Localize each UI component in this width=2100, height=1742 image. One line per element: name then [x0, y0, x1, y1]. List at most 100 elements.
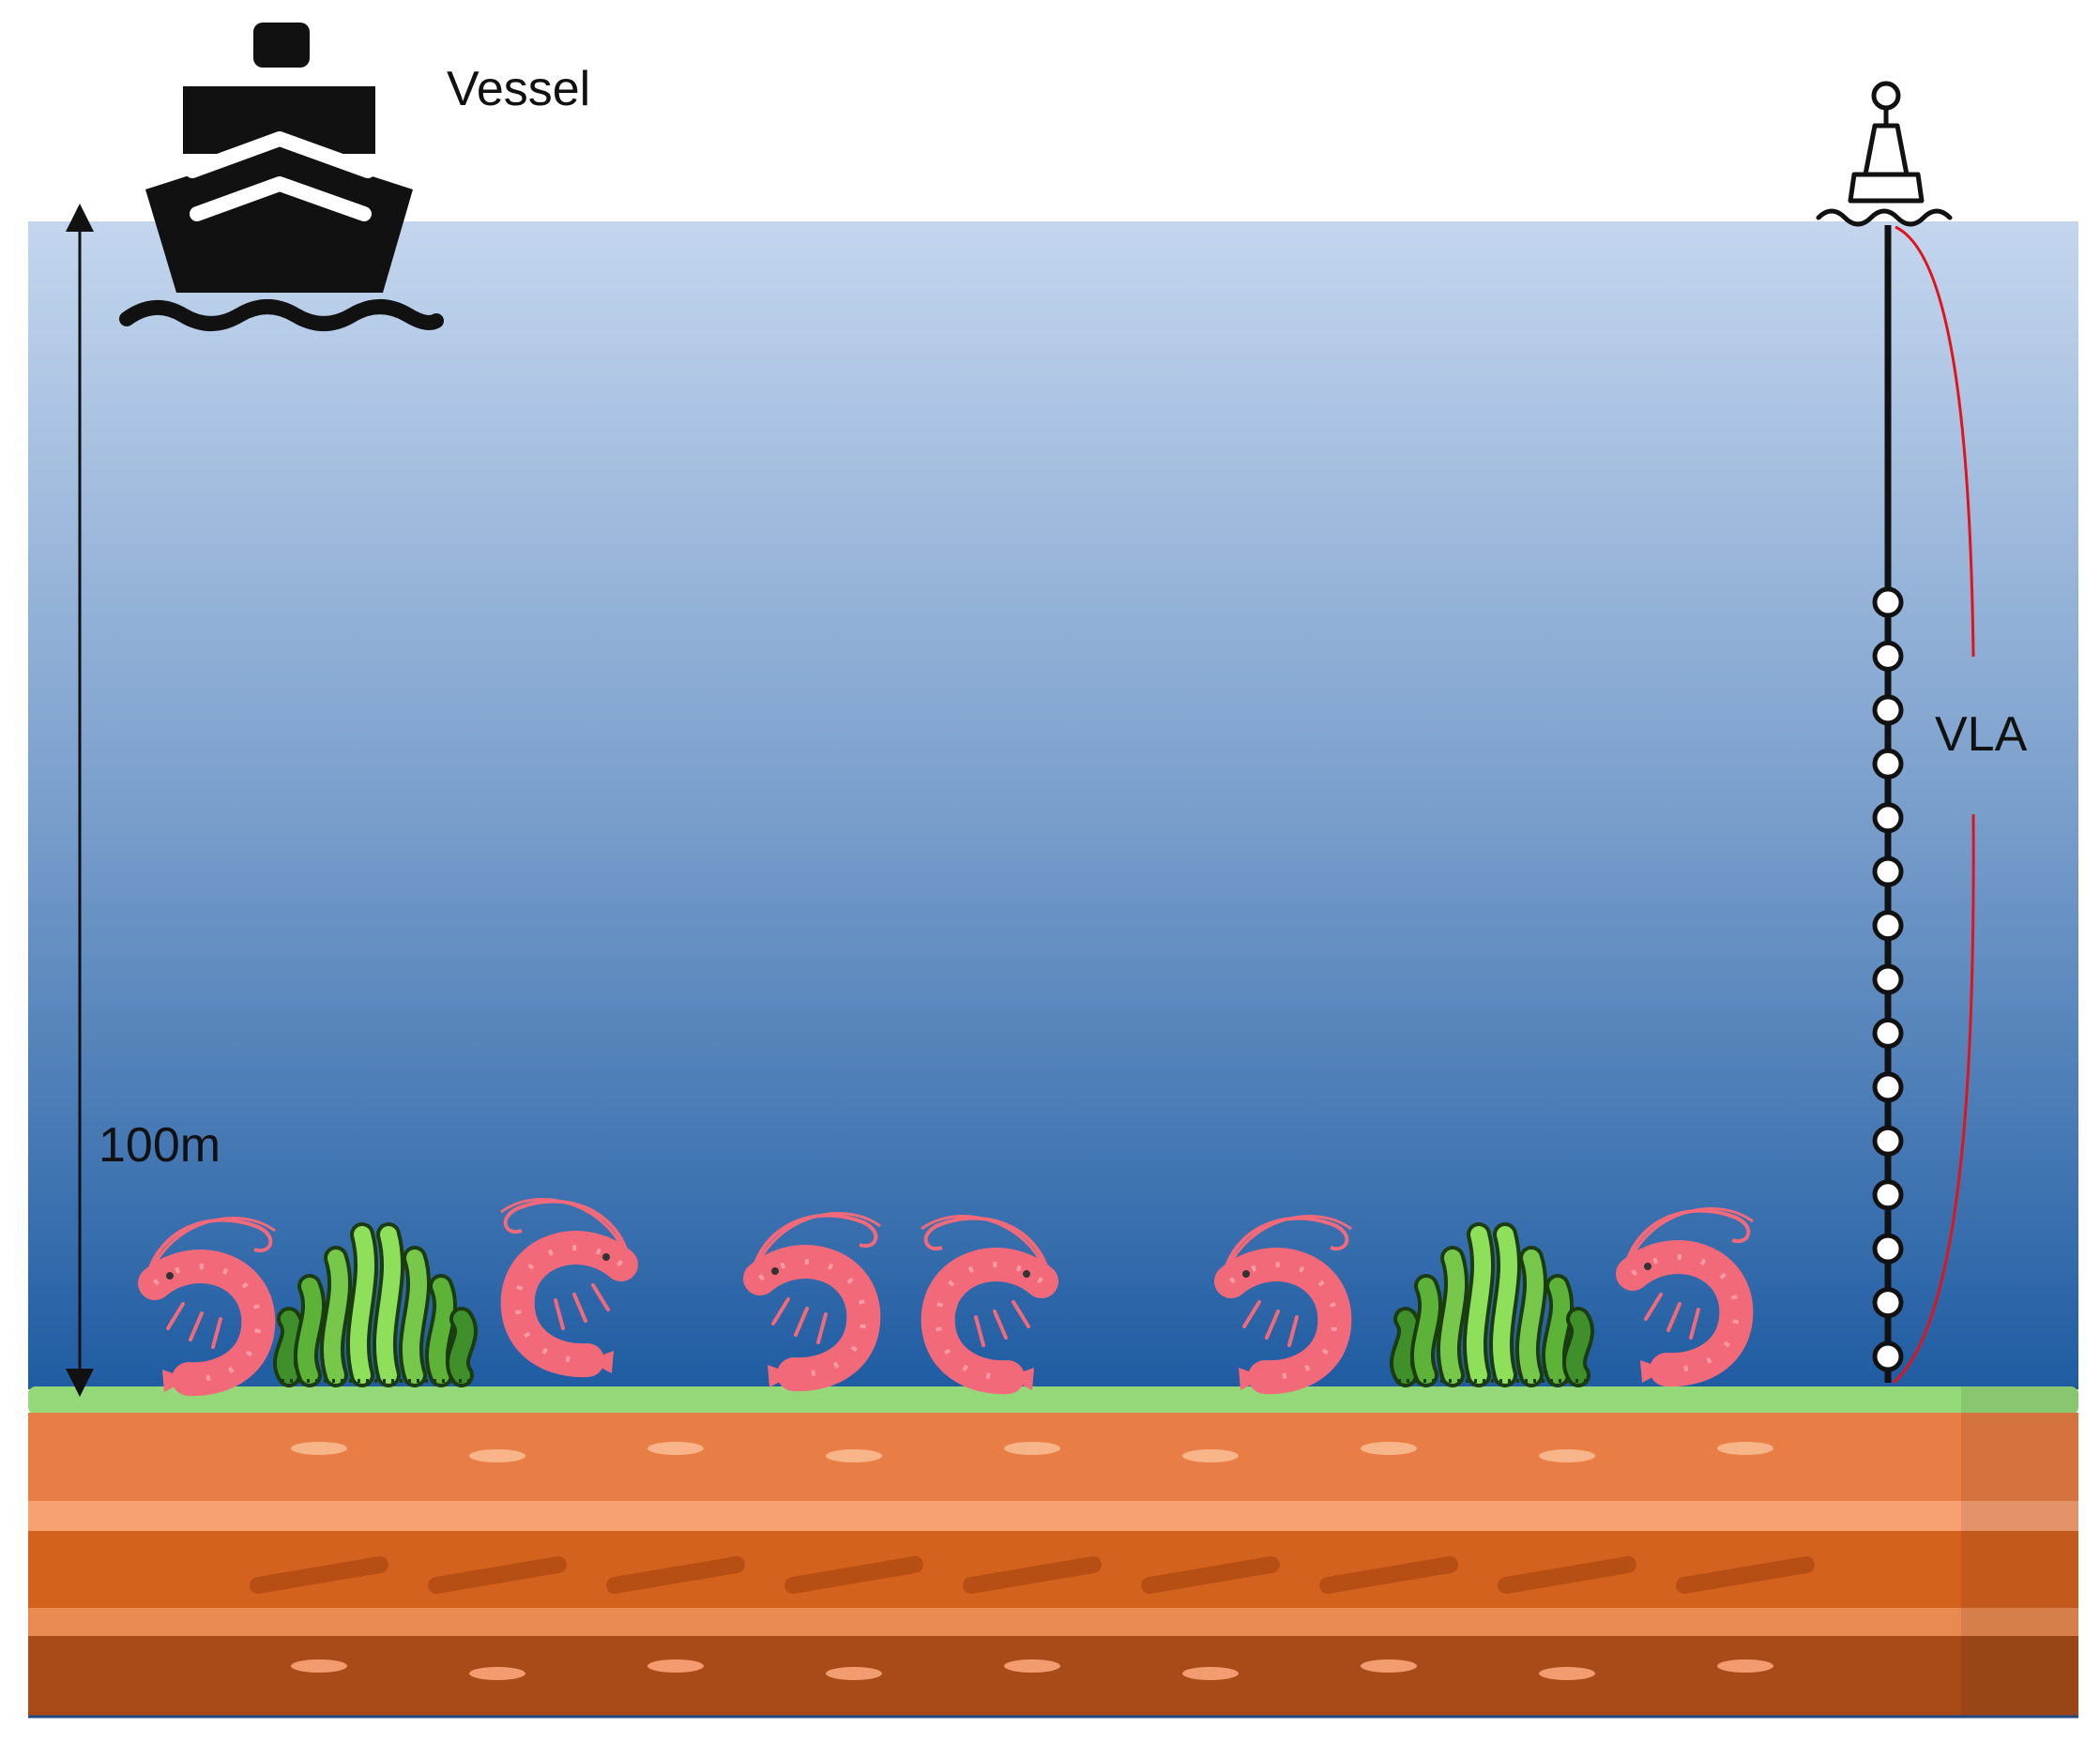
shrimp-antenna: [145, 1218, 273, 1279]
sediment-streak: [784, 1556, 923, 1594]
seagrass-blade: [1392, 1310, 1419, 1384]
sediment-pebble: [1182, 1449, 1239, 1462]
hydrophone-icon: [1872, 1125, 1904, 1157]
hydrophone-icon: [1872, 1179, 1904, 1211]
shrimp-body: [743, 1245, 881, 1392]
array-span-curve-lower: [1893, 813, 1975, 1385]
sediment-pebble: [1182, 1667, 1239, 1680]
ship-icon: [119, 23, 444, 331]
vla-label: VLA: [1935, 707, 2028, 762]
hydrophone-icon: [1872, 1017, 1904, 1049]
shrimp-antenna: [149, 1217, 276, 1273]
seagrass-blade: [1440, 1250, 1465, 1384]
hydrophone-icon: [1872, 586, 1904, 618]
seabed-side-face: [1961, 1386, 2078, 1717]
shrimp-tail: [587, 1351, 614, 1373]
shrimp-icon: [921, 1215, 1058, 1395]
sediment-pebble: [1361, 1659, 1417, 1673]
seagrass-icon: [1390, 1222, 1594, 1387]
sediment-streak: [1141, 1556, 1280, 1594]
hydrophone-icon: [1872, 694, 1904, 726]
ship-funnel: [253, 23, 310, 68]
hydrophone-icon: [1872, 910, 1904, 942]
shrimp-antenna: [1222, 1216, 1349, 1277]
shrimp-eye: [166, 1272, 174, 1280]
sediment-streak: [606, 1556, 745, 1594]
shrimp-tail: [1640, 1360, 1666, 1383]
shrimp-antenna: [751, 1213, 878, 1274]
shrimp-tail: [1008, 1368, 1034, 1390]
shrimp-antenna: [1225, 1215, 1352, 1271]
array-span-curve-upper: [1895, 225, 1975, 658]
shrimp-legs: [771, 1297, 828, 1344]
seagrass-blade: [1492, 1226, 1518, 1384]
shrimp-eye: [1644, 1263, 1651, 1270]
seagrass-blade: [1414, 1278, 1438, 1384]
sediment-pebble: [1004, 1659, 1060, 1673]
shrimp-antenna: [503, 1199, 631, 1260]
shrimp-tail: [768, 1365, 794, 1387]
shrimp-legs: [166, 1302, 222, 1349]
shrimp-icon: [138, 1217, 276, 1397]
hydrophone-icon: [1872, 1071, 1904, 1103]
shrimp-antenna: [754, 1212, 881, 1268]
sediment-pebble: [647, 1659, 704, 1673]
sediment-pebble: [1717, 1442, 1773, 1455]
sediment-pebbles-upper: [291, 1442, 1773, 1462]
seagrass-blade: [1565, 1310, 1591, 1384]
sediment-stripe-1: [28, 1501, 2078, 1533]
sediment-pebble: [291, 1659, 347, 1673]
seagrass-blade: [403, 1250, 427, 1384]
sediment-streak: [963, 1556, 1102, 1594]
shrimp-antenna: [500, 1198, 627, 1254]
sediment-stripe-2: [28, 1608, 2078, 1638]
sediment-streak: [250, 1556, 388, 1594]
buoy-base: [1848, 172, 1925, 204]
seagrass-blade: [375, 1226, 402, 1384]
shrimp-legs: [554, 1283, 610, 1330]
seagrass-blade: [276, 1310, 302, 1384]
sediment-pebble: [1004, 1442, 1060, 1455]
seagrass-icon: [273, 1222, 478, 1387]
shrimp-body: [138, 1250, 276, 1397]
buoy-body: [1863, 123, 1910, 177]
ship-stripe-2: [190, 176, 372, 221]
seagrass-blade: [1466, 1226, 1492, 1384]
seagrass-blade: [1519, 1250, 1544, 1384]
vessel-label: Vessel: [447, 62, 590, 116]
sediment-pebble: [826, 1449, 882, 1462]
hydrophone-icon: [1872, 1233, 1904, 1265]
hydrophone-icon: [1872, 1341, 1904, 1372]
shrimp-icon: [500, 1198, 638, 1378]
shrimp-legs: [1242, 1300, 1299, 1347]
shrimp-eye: [1023, 1270, 1030, 1278]
hydrophone-icon: [1872, 1287, 1904, 1319]
seagrass-blade: [297, 1278, 322, 1384]
hydrophone-icon: [1872, 963, 1904, 995]
sediment-streak: [1319, 1556, 1458, 1594]
depth-label: 100m: [99, 1118, 221, 1173]
shrimp-body: [921, 1248, 1058, 1395]
seagrass-blade: [449, 1310, 475, 1384]
seabed: [28, 1386, 2078, 1719]
shrimp-antenna: [1623, 1208, 1751, 1269]
shrimp-icon: [743, 1212, 881, 1392]
ship-wave: [119, 299, 444, 331]
sediment-streak: [428, 1556, 567, 1594]
sediment-streak: [1676, 1556, 1815, 1594]
seagrass-blade: [349, 1226, 375, 1384]
water-column: [28, 221, 2078, 1389]
ship-stripe-1: [185, 131, 375, 178]
sediment-pebble: [1361, 1442, 1417, 1455]
sediment-pebble: [469, 1449, 525, 1462]
seagrass-blade: [324, 1250, 348, 1384]
shrimp-eye: [1242, 1270, 1250, 1278]
shrimp-antenna: [923, 1216, 1051, 1277]
ship-hull: [145, 146, 413, 293]
sediment-pebble: [826, 1667, 882, 1680]
shrimp-eye: [602, 1253, 610, 1261]
hydrophone-icon: [1872, 802, 1904, 834]
shrimp-antenna: [921, 1215, 1047, 1271]
shrimp-body: [1214, 1248, 1352, 1395]
